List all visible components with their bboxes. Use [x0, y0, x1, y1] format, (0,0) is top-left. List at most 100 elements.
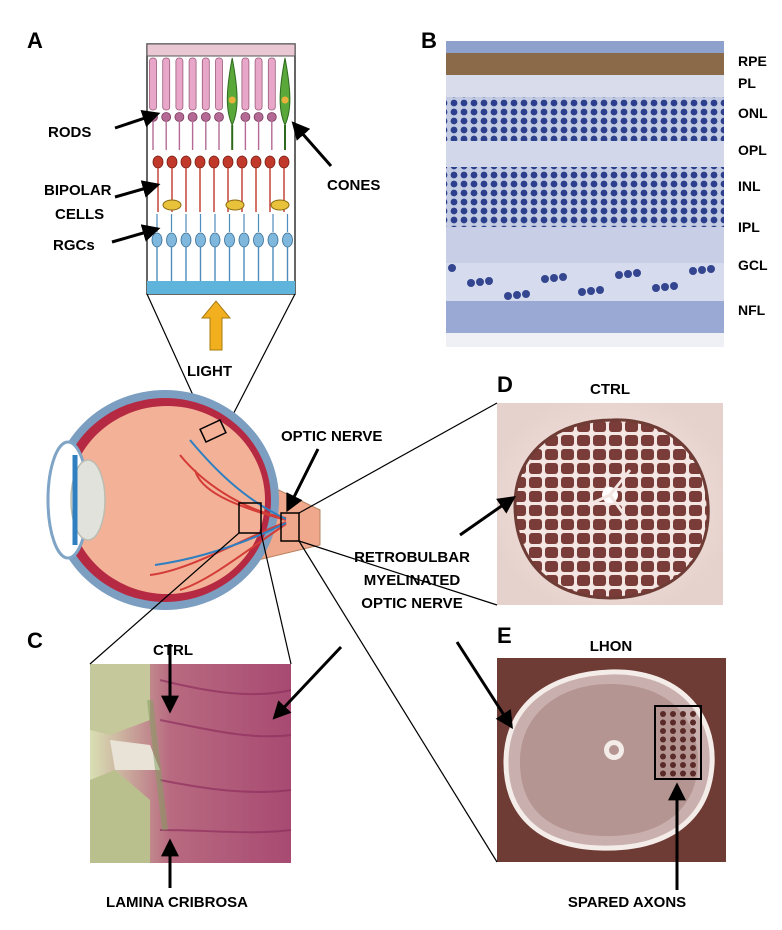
spared-axon — [680, 736, 686, 743]
gcl-nucleus — [476, 278, 484, 286]
rod-cell — [215, 57, 223, 111]
arrow-optic-nerve — [286, 448, 320, 513]
arrow-rgcs — [111, 224, 161, 244]
rod-cell — [241, 57, 250, 111]
rgc-cell — [224, 232, 235, 248]
spared-axons-box — [654, 705, 702, 780]
rgc-cell — [209, 232, 221, 248]
rod-nucleus — [174, 112, 185, 122]
bipolar-cell — [250, 155, 262, 169]
gcl-nucleus — [587, 287, 595, 295]
bipolar-cell — [208, 155, 220, 169]
rod-cells — [148, 57, 291, 150]
zoom-line-d-top — [298, 402, 498, 514]
cone-nucleus — [281, 96, 289, 104]
rgc-cell — [195, 232, 206, 248]
amacrine-cell — [225, 199, 245, 211]
gcl-nucleus — [467, 279, 475, 287]
label-retro-3: OPTIC NERVE — [361, 595, 462, 612]
spared-axon — [680, 728, 686, 734]
bipolar-cell — [278, 155, 290, 169]
rod-cell — [188, 57, 197, 111]
spared-axon — [660, 719, 666, 726]
bipolar-cell — [194, 155, 206, 169]
bipolar-cell — [264, 155, 276, 169]
rgc-cell — [180, 232, 192, 248]
zoom-line-d-bottom — [298, 540, 498, 606]
rgc-cell — [282, 232, 293, 248]
gcl-nucleus — [504, 292, 512, 300]
rod-cell — [149, 57, 157, 111]
panel-label-a: A — [27, 28, 43, 53]
light-arrow — [200, 300, 232, 351]
layer-label-onl: ONL — [738, 105, 768, 121]
zoom-line-c-right — [260, 532, 292, 665]
rod-nucleus — [253, 112, 264, 122]
rod-nucleus — [240, 112, 251, 122]
label-cones: CONES — [327, 177, 380, 194]
rod-nucleus — [266, 112, 277, 122]
gcl-nucleus — [513, 291, 521, 299]
spared-axon — [690, 745, 696, 751]
layer-label-ipl: IPL — [738, 219, 760, 235]
gcl-nucleus — [661, 283, 669, 291]
bipolar-cell — [236, 155, 248, 169]
label-light: LIGHT — [187, 363, 232, 380]
spared-axon — [670, 762, 676, 768]
layer-label-pl: PL — [738, 75, 756, 91]
arrow-cones — [291, 121, 333, 167]
gcl-nucleus — [670, 282, 678, 290]
layer-label-opl: OPL — [738, 142, 767, 158]
panel-label-c: C — [27, 628, 43, 653]
spared-axon — [680, 762, 686, 768]
spared-axon — [690, 736, 696, 743]
gcl-nucleus — [624, 270, 632, 278]
ctrl-optic-nerve-histology — [497, 403, 723, 605]
rgc-cell — [238, 232, 250, 248]
spared-axon — [690, 719, 696, 726]
rod-cell — [267, 57, 276, 111]
layer-label-inl: INL — [738, 178, 761, 194]
spared-axon — [660, 711, 666, 717]
spared-axon — [660, 770, 666, 777]
spared-axon — [680, 770, 686, 777]
retina-schematic — [146, 43, 296, 295]
rgc-cell — [166, 232, 177, 248]
panel-label-e: E — [497, 623, 512, 648]
label-rods: RODS — [48, 124, 91, 141]
spared-axon — [690, 762, 696, 768]
annotation-arrows — [111, 110, 686, 890]
lamina-cribrosa-histology — [90, 664, 292, 863]
rod-cell — [162, 57, 171, 111]
arrow-bipolar — [114, 180, 161, 199]
gcl-nucleus — [689, 267, 697, 275]
spared-axon — [670, 719, 676, 726]
arrow-retrobulbar — [459, 495, 516, 537]
label-rgcs: RGCs — [53, 237, 95, 254]
label-c-ctrl: CTRL — [153, 642, 193, 659]
label-bipolar-2: CELLS — [55, 206, 104, 223]
rgc-cells — [151, 214, 293, 281]
gcl-nucleus — [559, 273, 567, 281]
spared-axon — [680, 711, 686, 717]
gcl-nucleus — [522, 290, 530, 298]
arrow-c-right — [272, 645, 343, 720]
rod-nucleus — [161, 112, 172, 122]
label-bipolar-1: BIPOLAR — [44, 182, 112, 199]
spared-axon — [680, 719, 686, 726]
spared-axon — [690, 770, 696, 777]
eye-cross-section — [46, 390, 321, 610]
rod-cell — [201, 57, 210, 111]
spared-axon — [690, 753, 696, 760]
label-optic-nerve: OPTIC NERVE — [281, 428, 382, 445]
gcl-nucleus — [707, 265, 715, 273]
layer-label-gcl: GCL — [738, 257, 768, 273]
spared-axon — [680, 753, 686, 760]
bipolar-cell — [152, 155, 164, 169]
gcl-nucleus — [485, 277, 493, 285]
zoom-line-e — [298, 540, 498, 863]
layer-label-nfl: NFL — [738, 302, 766, 318]
gcl-nucleus — [550, 274, 558, 282]
